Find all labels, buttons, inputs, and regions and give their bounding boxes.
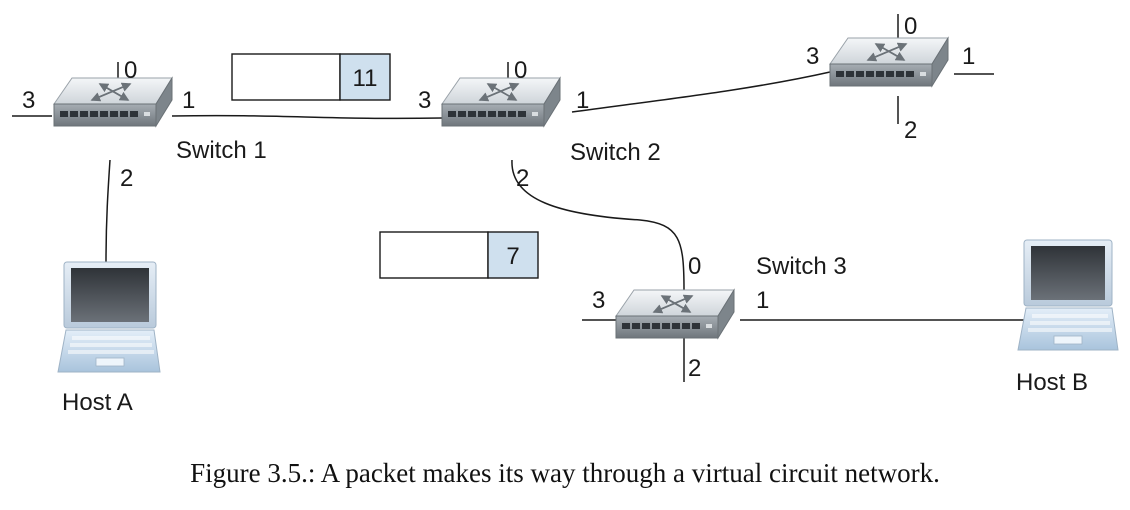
packet-1-vci-cell [339,53,391,101]
switch1-port2-label: 2 [120,165,133,192]
link-switch1-switch2 [171,114,443,120]
packet-1-vci: 11 [353,65,378,92]
packet-1-payload [231,53,341,101]
host-a-laptop-icon [57,261,161,373]
switch4-port1-label: 1 [962,43,975,70]
switch4-port3-label: 3 [806,43,819,70]
link-switch1-hostA [105,159,111,263]
figure-caption: Figure 3.5.: A packet makes its way thro… [190,458,940,488]
host-a-label: Host A [62,389,133,416]
switch1-port1-label: 1 [182,87,195,114]
packet-2: 7 [379,231,539,279]
switch-2-icon [442,78,560,126]
switch3-port1-label: 1 [756,287,769,314]
switch3-port0-label: 0 [688,253,701,280]
switch2-port0-label: 0 [514,57,527,84]
link-switch2-switch4 [571,71,831,113]
switch4-port0-label: 0 [904,13,917,40]
switch2-name: Switch 2 [570,139,661,166]
link-switch2-switch3 [511,159,685,291]
switch1-port3-label: 3 [22,87,35,114]
switch-4-icon [830,38,948,86]
packet-2-payload [379,231,489,279]
switch-1-icon [54,78,172,126]
switch2-port3-label: 3 [418,87,431,114]
switch4-port2-label: 2 [904,117,917,144]
switch3-port3-label: 3 [592,287,605,314]
switch2-port1-label: 1 [576,87,589,114]
host-b-label: Host B [1016,369,1088,396]
switch1-name: Switch 1 [176,137,267,164]
switch1-port0-label: 0 [124,57,137,84]
switch3-name: Switch 3 [756,253,847,280]
packet-1: 11 [231,53,391,101]
packet-2-vci-cell [487,231,539,279]
switch3-port2-label: 2 [688,355,701,382]
switch-3-icon [616,290,734,338]
links [105,71,1026,321]
packet-2-vci: 7 [506,243,519,270]
switch2-port2-label: 2 [516,165,529,192]
host-b-laptop-icon [1017,239,1119,351]
port-stubs [12,14,994,382]
